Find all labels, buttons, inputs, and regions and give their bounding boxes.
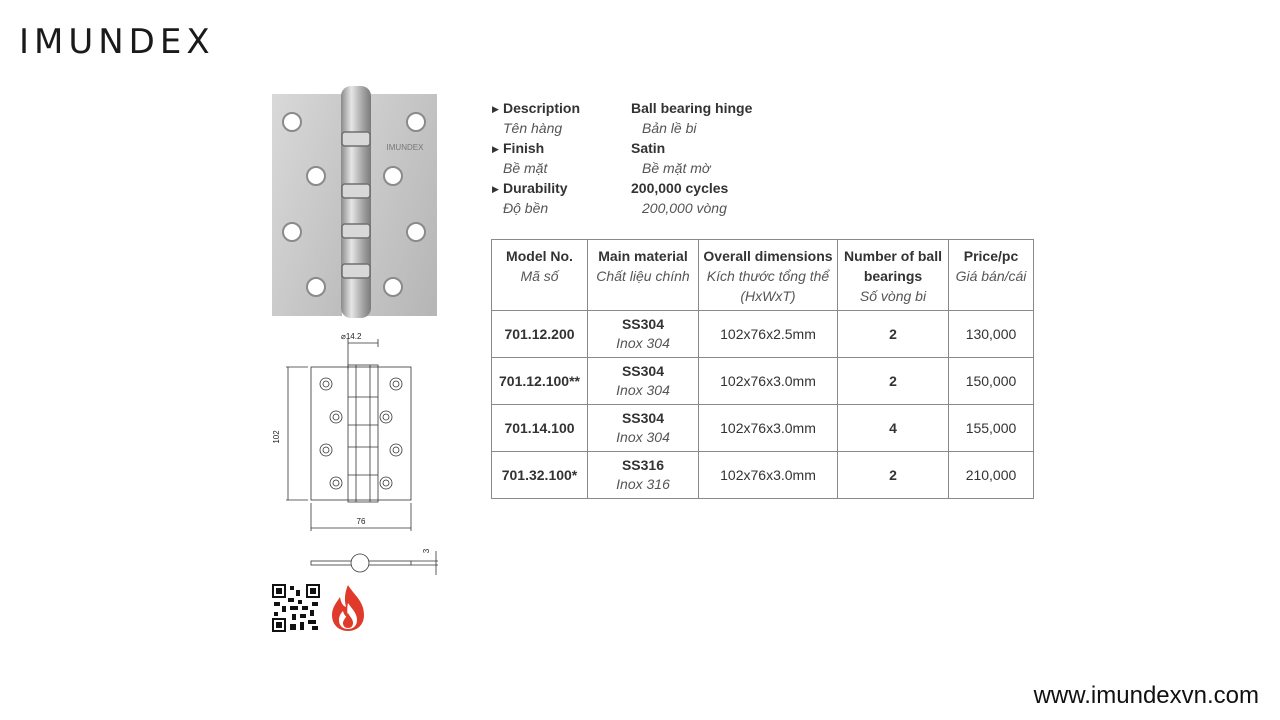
spec-description-vi: Tên hàng Bản lề bi — [492, 118, 912, 138]
hinge-technical-drawing: ⌀14.2 102 76 3 — [272, 332, 438, 575]
spec-description: ▶ Description Ball bearing hinge — [492, 98, 912, 118]
bullet-arrow-icon: ▶ — [492, 184, 499, 194]
hinge-photo: IMUNDEX — [272, 86, 437, 318]
spec-finish: ▶ Finish Satin — [492, 138, 912, 158]
cell-dimensions: 102x76x2.5mm — [698, 310, 838, 358]
website-link[interactable]: www.imundexvn.com — [1033, 682, 1259, 709]
cell-price: 155,000 — [948, 404, 1034, 452]
pin-diameter-label: ⌀14.2 — [341, 332, 362, 341]
spec-value: Ball bearing hinge — [631, 100, 753, 116]
spec-label-vi: Độ bền — [503, 200, 549, 216]
spec-label-vi: Bề mặt — [503, 160, 548, 176]
qr-code-icon[interactable] — [272, 584, 320, 632]
cell-bearings: 2 — [837, 310, 949, 358]
cell-bearings: 4 — [837, 404, 949, 452]
cell-dimensions: 102x76x3.0mm — [698, 404, 838, 452]
spec-durability: ▶ Durability 200,000 cycles — [492, 178, 912, 198]
bullet-arrow-icon: ▶ — [492, 144, 499, 154]
fire-rated-icon — [332, 585, 364, 631]
spec-label: Durability — [503, 180, 568, 196]
thickness-label: 3 — [422, 548, 431, 553]
cell-model: 701.12.100** — [491, 357, 588, 405]
cell-dimensions: 102x76x3.0mm — [698, 357, 838, 405]
spec-label-vi: Tên hàng — [503, 120, 563, 136]
cell-model: 701.12.200 — [491, 310, 588, 358]
brand-logo: IMUNDEX — [19, 22, 215, 62]
cell-dimensions: 102x76x3.0mm — [698, 451, 838, 499]
cell-model: 701.32.100* — [491, 451, 588, 499]
cell-price: 150,000 — [948, 357, 1034, 405]
spec-list: ▶ Description Ball bearing hinge Tên hàng… — [492, 98, 912, 218]
spec-value: Satin — [631, 140, 666, 156]
spec-label: Description — [503, 100, 581, 116]
width-label: 76 — [357, 517, 366, 526]
spec-value-vi: Bề mặt mờ — [642, 160, 711, 176]
spec-durability-vi: Độ bền 200,000 vòng — [492, 198, 912, 218]
spec-value-vi: Bản lề bi — [642, 120, 697, 136]
height-label: 102 — [272, 430, 281, 444]
bullet-arrow-icon: ▶ — [492, 104, 499, 114]
cell-model: 701.14.100 — [491, 404, 588, 452]
cell-bearings: 2 — [837, 357, 949, 405]
cell-price: 130,000 — [948, 310, 1034, 358]
cell-bearings: 2 — [837, 451, 949, 499]
header-model: Model No.Mã số — [491, 239, 588, 311]
spec-finish-vi: Bề mặt Bề mặt mờ — [492, 158, 912, 178]
spec-label: Finish — [503, 140, 545, 156]
hinge-stamp-text: IMUNDEX — [387, 143, 425, 152]
spec-value-vi: 200,000 vòng — [642, 200, 727, 216]
spec-value: 200,000 cycles — [631, 180, 729, 196]
cell-price: 210,000 — [948, 451, 1034, 499]
